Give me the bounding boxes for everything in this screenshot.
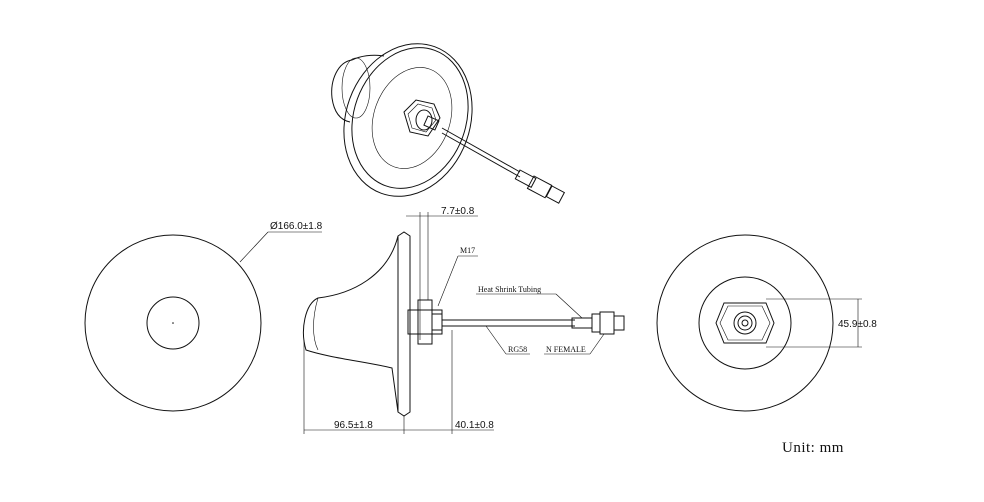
diameter-dimension: Ø166.0±1.8 [270,221,323,232]
hex-width-dimension: 45.9±0.8 [838,319,877,330]
cable-label: RG58 [508,345,527,354]
body-height-dimension: 96.5±1.8 [334,420,373,431]
side-view: 7.7±0.8 M17 Heat Shrink Tubing RG58 N FE… [303,206,625,434]
heat-shrink-label: Heat Shrink Tubing [478,285,541,294]
connector-height-dimension: 40.1±0.8 [455,420,494,431]
thread-label: M17 [460,246,475,255]
isometric-view [331,43,566,204]
bottom-view: 45.9±0.8 [656,234,877,412]
unit-label: Unit: mm [782,440,844,456]
top-view: Ø166.0±1.8 [84,221,323,412]
connector-label: N FEMALE [546,345,586,354]
nut-thickness-dimension: 7.7±0.8 [441,206,475,217]
